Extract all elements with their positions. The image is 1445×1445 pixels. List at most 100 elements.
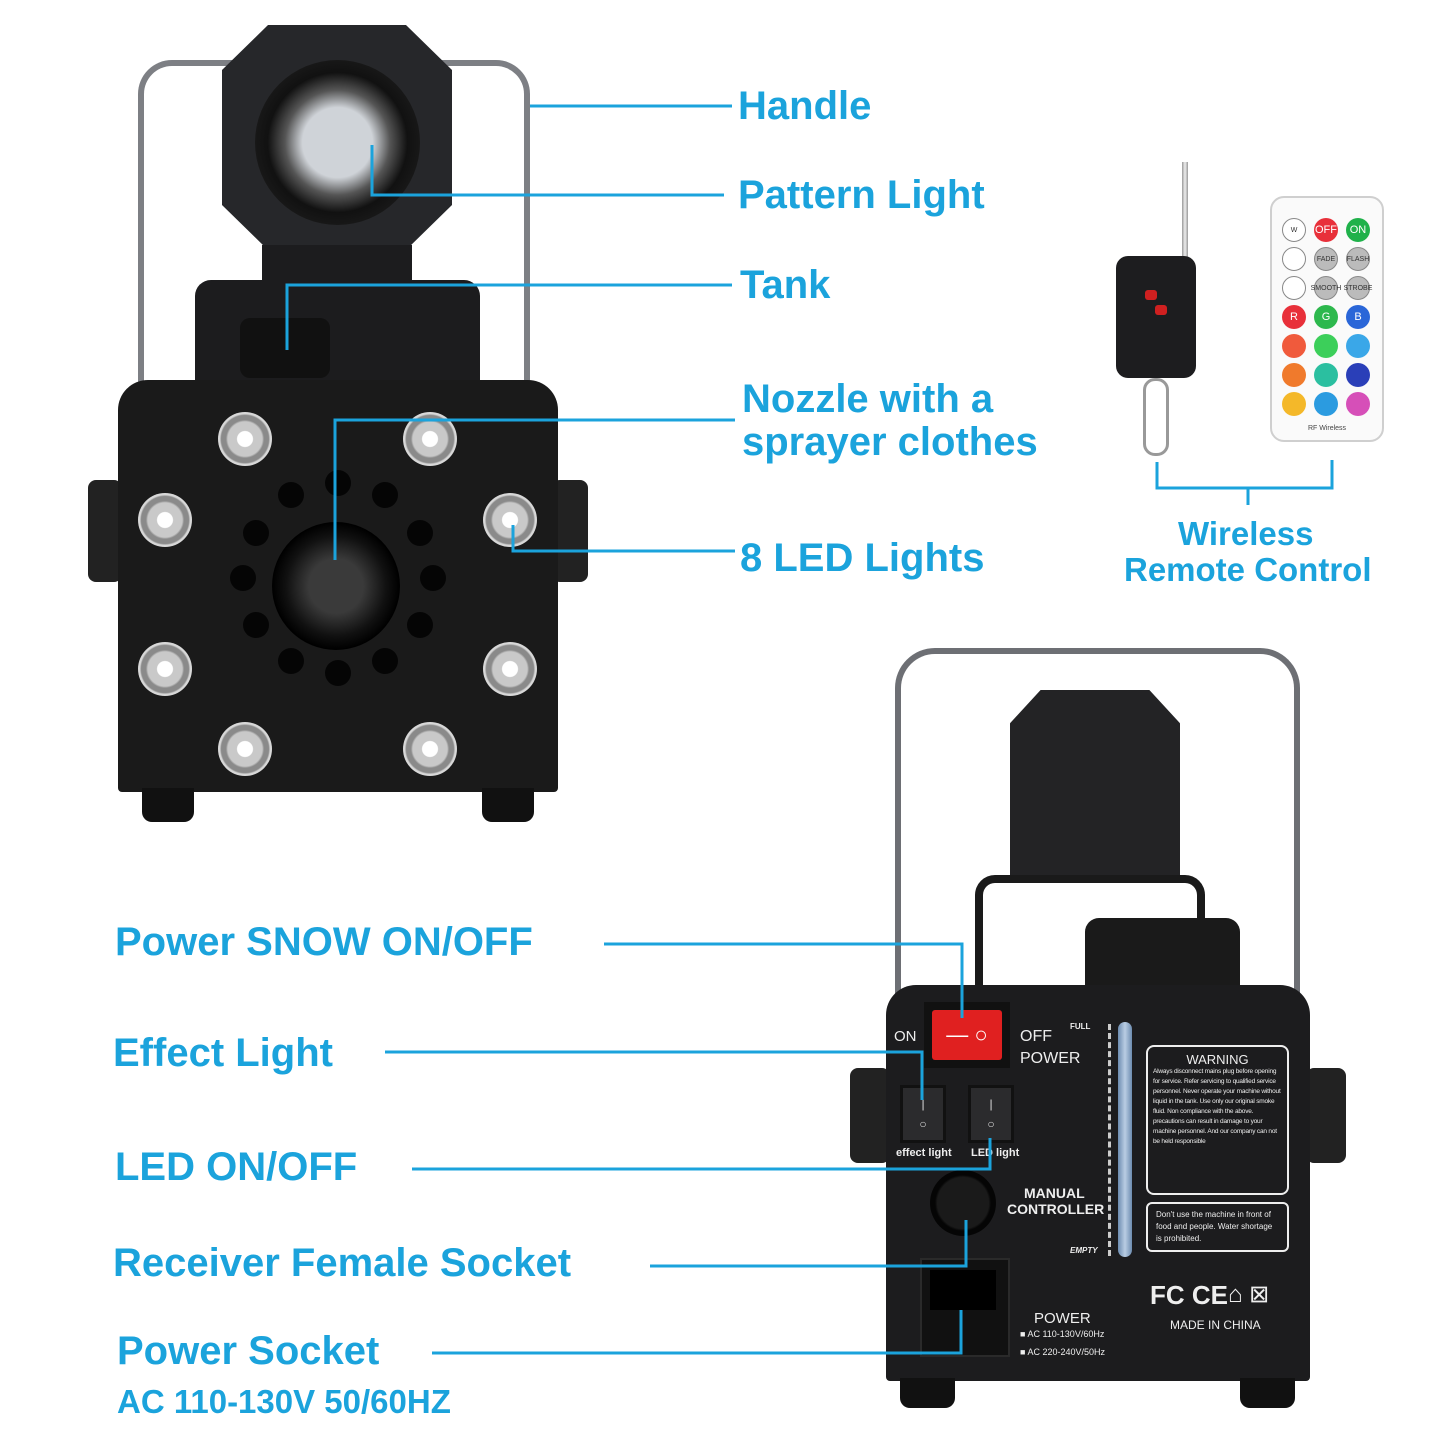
led-light-label: LED light [971,1147,1020,1159]
label-power-socket: Power Socket [117,1329,380,1373]
recycle-house-icons: ⌂ ⊠ [1228,1281,1270,1308]
remote-button[interactable]: FLASH [1346,247,1370,271]
tank-cap [1085,918,1240,993]
full-label: FULL [1070,1022,1091,1031]
voltage-2: AC 220-240V/50Hz [1027,1347,1105,1357]
led-light [218,722,272,776]
remote-button[interactable]: FADE [1314,247,1338,271]
remote-brand: RF Wireless [1307,425,1347,432]
vent-hole [372,482,398,508]
left-knob [88,480,122,582]
level-window [1118,1022,1132,1257]
empty-label: EMPTY [1070,1246,1098,1255]
foot [1240,1378,1295,1408]
led-light [403,722,457,776]
label-led-onoff: LED ON/OFF [115,1145,358,1189]
foot [900,1378,955,1408]
remote-button[interactable] [1314,363,1338,387]
receiver-socket-line [650,1220,968,1268]
led-lights-line [511,525,735,553]
remote-button[interactable]: SMOOTH [1311,276,1341,300]
voltage-option-2: ■ AC 220-240V/50Hz [1020,1347,1105,1357]
led-light [483,642,537,696]
led-light [138,493,192,547]
vent-hole [243,520,269,546]
remote-button[interactable] [1282,247,1306,271]
effect-light-label: effect light [896,1147,952,1159]
led-light [483,493,537,547]
vent-hole [325,470,351,496]
label-power-socket-spec: AC 110-130V 50/60HZ [117,1383,451,1420]
right-knob [552,480,588,582]
label-receiver-socket: Receiver Female Socket [113,1241,572,1285]
remote-button[interactable]: W [1282,218,1306,242]
xlr-socket[interactable] [930,1170,996,1236]
remote-button[interactable] [1282,276,1306,300]
vent-hole [278,648,304,674]
back-handle [895,648,1300,1008]
pattern-light-lens [255,60,420,225]
vent-hole [407,612,433,638]
remote-button[interactable] [1346,363,1370,387]
made-in-label: MADE IN CHINA [1170,1318,1261,1332]
label-pattern-light: Pattern Light [738,173,985,217]
label-remote-2: Remote Control [1124,551,1372,588]
vent-hole [278,482,304,508]
label-nozzle-1: Nozzle with a [742,377,994,421]
right-knob [1306,1068,1346,1163]
power-snow-line [604,942,964,1018]
keyfob-button [1145,290,1157,300]
label-power-snow: Power SNOW ON/OFF [115,920,533,964]
remote-button[interactable] [1314,392,1338,416]
remote-button[interactable]: STROBE [1344,276,1372,300]
remote-button[interactable]: R [1282,305,1306,329]
remote-button[interactable]: ON [1346,218,1370,242]
notice-text: Don't use the machine in front of food a… [1156,1210,1273,1243]
remote-button[interactable] [1282,363,1306,387]
nozzle-line [333,418,735,560]
power-label: POWER [1020,1050,1081,1067]
remote-button[interactable]: OFF [1314,218,1338,242]
pattern-light-line [370,145,724,197]
label-led-lights: 8 LED Lights [740,536,985,580]
power-switch[interactable]: — ○ [924,1002,1010,1068]
vent-hole [372,648,398,674]
left-knob [850,1068,890,1163]
tank-line [285,283,732,350]
remote-button[interactable] [1282,334,1306,358]
antenna [1182,162,1188,260]
foot [482,788,534,822]
remote-button[interactable]: B [1346,305,1370,329]
vent-hole [243,612,269,638]
label-tank: Tank [740,263,831,307]
certification-marks: FC CE [1150,1280,1228,1310]
label-nozzle-2: sprayer clothes [742,420,1038,464]
keyring-clasp [1143,378,1169,456]
warning-box: WARNING Always disconnect mains plug bef… [1146,1045,1289,1195]
level-gauge-scale [1100,1024,1111,1256]
warning-text: Always disconnect mains plug before open… [1153,1068,1281,1145]
manual-controller-label-2: CONTROLLER [1007,1201,1105,1217]
keyfob-button [1155,305,1167,315]
led-onoff-line [412,1138,992,1171]
remote-button[interactable]: G [1314,305,1338,329]
remote-button[interactable] [1314,334,1338,358]
warning-title: WARNING [1186,1052,1249,1067]
voltage-1: AC 110-130V/60Hz [1027,1329,1105,1339]
led-light [218,412,272,466]
vent-hole [407,520,433,546]
remote-button[interactable] [1282,392,1306,416]
off-label: OFF [1020,1028,1052,1045]
power-socket-line [432,1310,963,1355]
label-handle: Handle [738,84,872,128]
vent-hole [420,565,446,591]
tank-cap [240,318,330,378]
remote-button[interactable] [1346,334,1370,358]
manual-controller-label-1: MANUAL [1024,1185,1085,1201]
foot [142,788,194,822]
remote-button[interactable] [1346,392,1370,416]
on-label: ON [894,1028,917,1045]
